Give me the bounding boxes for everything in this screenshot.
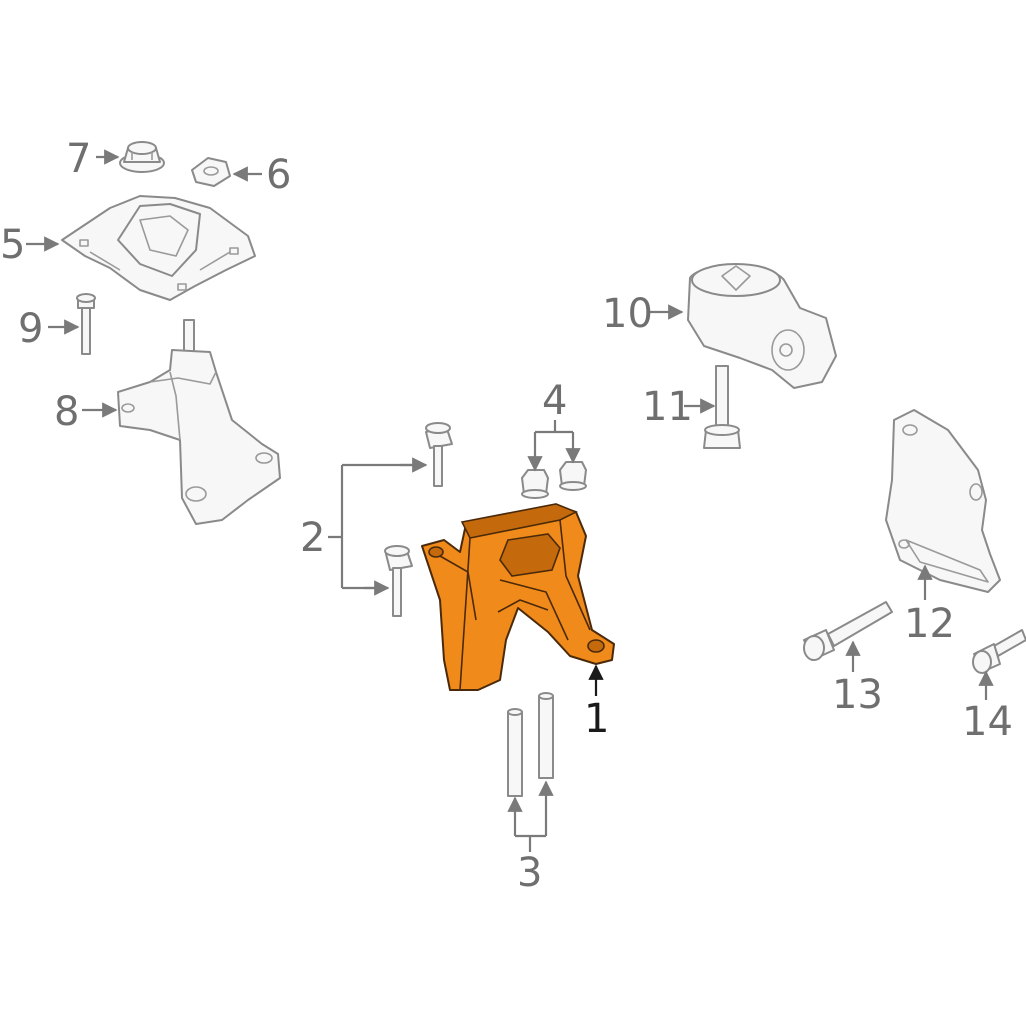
leader-lines: [26, 149, 994, 852]
part-6-nut[interactable]: [191, 157, 231, 187]
part-9-bolt[interactable]: [76, 293, 96, 355]
label-12: 12: [904, 601, 955, 647]
part-7-flanged-nut[interactable]: [119, 141, 165, 173]
label-8: 8: [54, 389, 79, 435]
part-11-strut-bolt[interactable]: [703, 365, 741, 449]
part-8-engine-mount[interactable]: [117, 319, 281, 525]
label-13: 13: [832, 672, 883, 718]
label-10: 10: [602, 291, 653, 337]
label-7: 7: [66, 136, 91, 182]
part-10-torque-strut-mount[interactable]: [687, 263, 837, 389]
part-2-bolts[interactable]: [384, 422, 453, 617]
part-3-studs[interactable]: [507, 692, 554, 797]
part-14-bolt-short[interactable]: [972, 629, 1026, 674]
part-4-nuts[interactable]: [521, 461, 587, 499]
callout-labels: 7 6 5 9 8 10 11 4 2 12 13 14 1 3: [0, 136, 1013, 896]
label-5: 5: [0, 222, 25, 268]
part-12-support-bracket[interactable]: [885, 409, 1001, 593]
part-5-bracket-plate[interactable]: [61, 195, 256, 301]
label-14: 14: [962, 699, 1013, 745]
label-2: 2: [300, 515, 325, 561]
part-1-transmission-mount[interactable]: [421, 503, 615, 691]
label-11: 11: [642, 384, 693, 430]
label-4: 4: [542, 378, 567, 424]
label-6: 6: [266, 152, 291, 198]
label-1: 1: [584, 696, 609, 742]
part-13-bolt-long[interactable]: [803, 601, 893, 661]
label-3: 3: [517, 850, 542, 896]
label-9: 9: [18, 306, 43, 352]
